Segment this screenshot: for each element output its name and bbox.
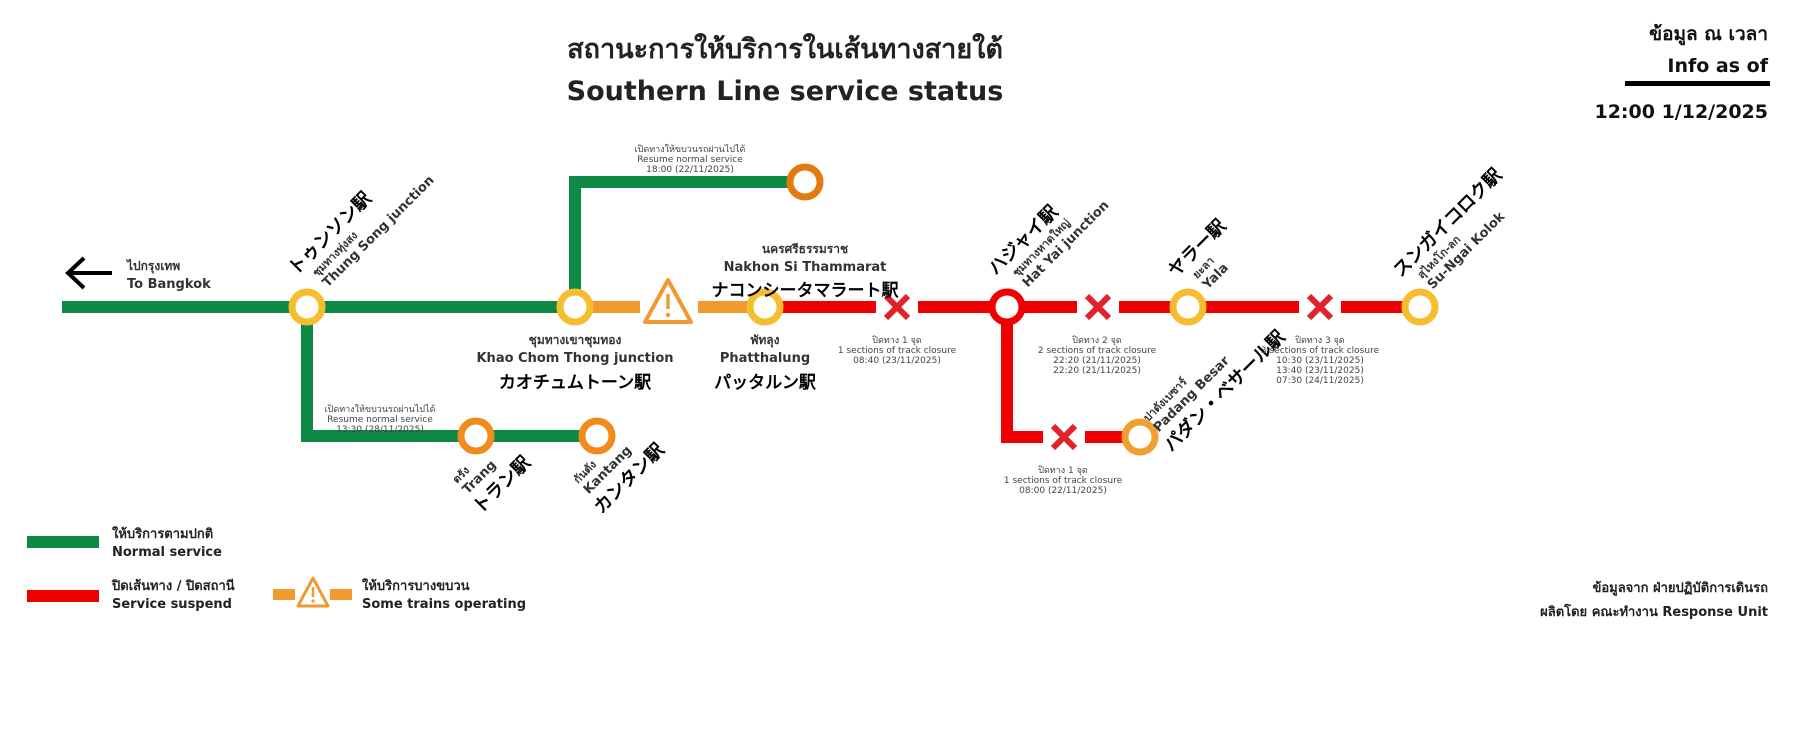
station-su-ngai-kolok[interactable] bbox=[1401, 288, 1439, 326]
legend-partial-en: Some trains operating bbox=[362, 597, 526, 612]
closure-x-icon bbox=[1050, 423, 1078, 451]
legend-normal-th: ให้บริการตามปกติ bbox=[112, 525, 213, 542]
label-th: นครศรีธรรมราช bbox=[762, 242, 848, 256]
label-th: ชุมทางเขาชุมทอง bbox=[529, 333, 622, 348]
direction-english: To Bangkok bbox=[127, 277, 211, 292]
label-jp: カオチュムトーン駅 bbox=[499, 373, 652, 393]
track-normal-nakhon bbox=[569, 176, 805, 307]
note-en: Resume normal service bbox=[637, 155, 743, 165]
label-jp: ナコンシータマラート駅 bbox=[712, 281, 900, 301]
track-normal-kantang bbox=[301, 307, 597, 442]
title-english: Southern Line service status bbox=[567, 76, 1004, 107]
note-time: 08:40 (23/11/2025) bbox=[853, 356, 941, 366]
note-time: 22:20 (21/11/2025) bbox=[1053, 366, 1141, 376]
legend-normal-swatch bbox=[27, 536, 99, 548]
station-phatthalung[interactable] bbox=[746, 288, 784, 326]
note-time: 08:00 (22/11/2025) bbox=[1019, 486, 1107, 496]
note-en: 1 sections of track closure bbox=[838, 346, 957, 356]
info-label-thai: ข้อมูล ณ เวลา bbox=[1649, 23, 1768, 46]
legend-suspend-swatch bbox=[27, 590, 99, 602]
note-th: เปิดทางให้ขบวนรถผ่านไปได้ bbox=[635, 144, 746, 155]
station-yala[interactable] bbox=[1169, 288, 1207, 326]
info-time: 12:00 1/12/2025 bbox=[1594, 101, 1768, 123]
closure-x-icon bbox=[1084, 293, 1112, 321]
note-time: 10:30 (23/11/2025) bbox=[1276, 356, 1364, 366]
note-th: ปิดทาง 1 จุด bbox=[1038, 465, 1088, 476]
note-en: 2 sections of track closure bbox=[1038, 346, 1157, 356]
note-th: ปิดทาง 3 จุด bbox=[1295, 335, 1345, 346]
note-time: 18:00 (22/11/2025) bbox=[646, 165, 734, 175]
warning-icon bbox=[643, 278, 693, 324]
arrow-left-icon bbox=[65, 256, 112, 290]
closure-x-icon bbox=[883, 293, 911, 321]
footer-source: ข้อมูลจาก ฝ่ายปฏิบัติการเดินรถ bbox=[1592, 580, 1768, 596]
legend-normal-en: Normal service bbox=[112, 545, 222, 560]
station-thung-song[interactable] bbox=[288, 288, 326, 326]
direction-thai: ไปกรุงเทพ bbox=[125, 258, 180, 274]
track-suspend-padang bbox=[1001, 307, 1140, 443]
note-th: ปิดทาง 2 จุด bbox=[1072, 335, 1122, 346]
legend-partial-swatch bbox=[273, 576, 352, 608]
label-th: พัทลุง bbox=[750, 333, 779, 348]
label-en: Khao Chom Thong junction bbox=[476, 351, 673, 366]
footer-producer: ผลิตโดย คณะทำงาน Response Unit bbox=[1540, 603, 1768, 620]
note-en: 1 sections of track closure bbox=[1004, 476, 1123, 486]
note-time: 13:40 (23/11/2025) bbox=[1276, 366, 1364, 376]
note-th: เปิดทางให้ขบวนรถผ่านไปได้ bbox=[325, 404, 436, 415]
station-padang-besar[interactable] bbox=[1121, 418, 1159, 456]
info-divider bbox=[1625, 81, 1770, 86]
note-th: ปิดทาง 1 จุด bbox=[872, 335, 922, 346]
legend-partial-th: ให้บริการบางขบวน bbox=[362, 577, 470, 594]
closure-x-icon bbox=[1306, 293, 1334, 321]
station-trang[interactable] bbox=[457, 417, 495, 455]
note-time: 22:20 (21/11/2025) bbox=[1053, 356, 1141, 366]
legend-suspend-th: ปิดเส้นทาง / ปิดสถานี bbox=[111, 578, 235, 594]
note-en: Resume normal service bbox=[327, 415, 433, 425]
legend-suspend-en: Service suspend bbox=[112, 597, 232, 612]
station-nakhon[interactable] bbox=[786, 163, 824, 201]
info-label-english: Info as of bbox=[1667, 55, 1768, 77]
station-kantang[interactable] bbox=[578, 417, 616, 455]
label-jp: パッタルン駅 bbox=[714, 373, 817, 393]
station-khao-chum-thong[interactable] bbox=[556, 288, 594, 326]
title-thai: สถานะการให้บริการในเส้นทางสายใต้ bbox=[567, 33, 1003, 65]
label-en: Nakhon Si Thammarat bbox=[724, 260, 887, 275]
note-time: 13:30 (28/11/2025) bbox=[336, 425, 424, 435]
label-en: Phatthalung bbox=[720, 351, 810, 366]
note-en: 3 sections of track closure bbox=[1261, 346, 1380, 356]
note-time: 07:30 (24/11/2025) bbox=[1276, 376, 1364, 386]
station-hat-yai[interactable] bbox=[988, 288, 1026, 326]
